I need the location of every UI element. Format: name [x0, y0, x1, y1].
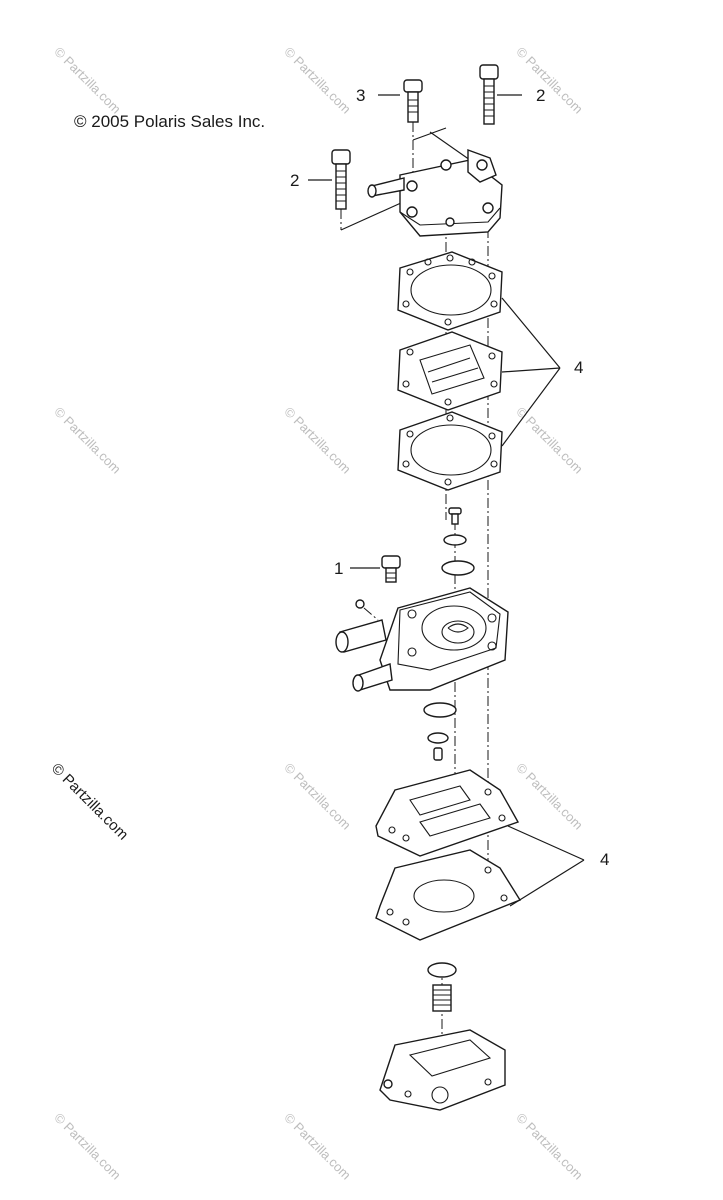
screw-part-2-left: [331, 149, 351, 230]
leader-line: [501, 297, 561, 447]
diaphragm: [397, 331, 503, 411]
screw-part-3: [403, 79, 423, 176]
copyright-notice: © 2005 Polaris Sales Inc.: [74, 112, 266, 131]
leader-line: [507, 825, 585, 907]
callout-label: 4: [574, 358, 583, 377]
callout-label: 3: [356, 86, 365, 105]
pump-body: [335, 587, 509, 692]
screw-part-1: [381, 555, 401, 583]
leader-line: [429, 131, 471, 161]
check-valve-cap: [427, 962, 457, 978]
leader-line: [412, 127, 447, 141]
screw-part-2-right: [479, 64, 499, 125]
spring: [432, 984, 452, 1012]
valve-disc: [441, 560, 475, 576]
callout-label: 2: [290, 171, 299, 190]
gasket-top: [397, 251, 503, 331]
callout-label: 2: [536, 86, 545, 105]
gasket-middle: [397, 411, 503, 491]
pump-top-cover: [367, 149, 503, 237]
washer: [443, 534, 467, 546]
small-screw: [448, 507, 462, 525]
pump-base-plate: [379, 1029, 506, 1111]
gasket-lower: [375, 769, 520, 857]
washer: [427, 732, 449, 744]
callout-label: 1: [334, 559, 343, 578]
gasket-bottom: [375, 849, 522, 941]
valve-disc: [423, 702, 457, 718]
callout-label: 4: [600, 850, 609, 869]
small-screw: [433, 747, 443, 761]
